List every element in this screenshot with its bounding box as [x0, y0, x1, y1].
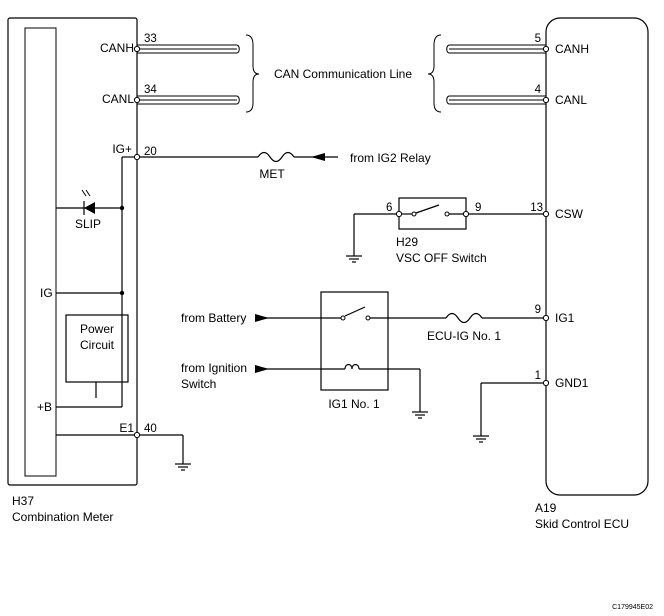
can-line-left-canl	[137, 95, 240, 105]
ecu-canl-label: CANL	[555, 93, 587, 107]
ecu-canh-pin: 5	[535, 33, 541, 45]
met-fuse-symbol	[257, 151, 295, 163]
slip-led-icon	[81, 189, 95, 215]
terminal-vsc-6	[395, 210, 403, 218]
ig1-relay-label: IG1 No. 1	[328, 397, 380, 411]
meter-canl-label: CANL	[102, 92, 134, 106]
meter-igplus-pin: 20	[144, 146, 157, 158]
ground-symbol-e1	[175, 463, 191, 471]
vsc-switch-name: VSC OFF Switch	[396, 251, 487, 265]
from-ignition-label-line1: from Ignition	[181, 361, 247, 375]
terminal-vsc-9	[462, 210, 470, 218]
meter-e1-pin: 40	[144, 423, 157, 435]
ecu-name: Skid Control ECU	[535, 517, 629, 531]
meter-igplus-label: IG+	[112, 142, 132, 156]
ecu-canl-pin: 4	[535, 84, 542, 96]
ig1-relay-box	[320, 291, 389, 391]
can-line-right-canl	[446, 95, 546, 105]
relay-contact-icon	[340, 306, 371, 321]
can-bracket-right	[427, 34, 442, 113]
slip-label: SLIP	[75, 217, 101, 231]
meter-ig-label: IG	[40, 286, 53, 300]
can-line-right-canh	[446, 44, 546, 54]
figure-code: C179945E02	[612, 604, 653, 611]
relay-coil-icon	[344, 363, 420, 370]
terminal-e1-meter	[133, 431, 141, 439]
battery-input-arrow	[255, 314, 269, 322]
ecu-gnd1-label: GND1	[555, 376, 589, 390]
meter-plus-b-label: +B	[37, 400, 52, 414]
vsc-off-switch-contact-icon	[402, 204, 466, 217]
from-battery-label: from Battery	[181, 311, 246, 325]
ecu-csw-label: CSW	[555, 207, 584, 221]
meter-name: Combination Meter	[12, 510, 113, 524]
can-communication-line-label: CAN Communication Line	[274, 67, 412, 81]
vsc-pin-9: 9	[475, 202, 481, 214]
power-circuit-line1: Power	[80, 322, 114, 336]
ecu-code: A19	[535, 501, 557, 515]
ig2-relay-arrow	[311, 153, 325, 161]
vsc-switch-code: H29	[396, 235, 418, 249]
terminal-canl-meter	[133, 96, 141, 104]
meter-canl-pin: 34	[144, 84, 157, 96]
power-circuit-box	[65, 314, 129, 383]
ecu-ig-fuse-symbol	[445, 312, 483, 324]
meter-code: H37	[12, 494, 34, 508]
terminal-canh-meter	[133, 45, 141, 53]
terminal-igplus-meter	[133, 153, 141, 161]
ecu-csw-pin: 13	[530, 202, 543, 214]
vsc-pin-6: 6	[386, 202, 392, 214]
terminal-canl-ecu	[542, 96, 550, 104]
meter-e1-label: E1	[119, 421, 134, 435]
terminal-ig1-ecu	[542, 314, 550, 322]
terminal-gnd1-ecu	[542, 379, 550, 387]
ecu-ig1-label: IG1	[555, 311, 575, 325]
ground-symbol-vsc-switch	[346, 255, 362, 263]
from-ignition-label-line2: Switch	[181, 377, 216, 391]
combination-meter-outline	[7, 17, 138, 486]
terminal-canh-ecu	[542, 45, 550, 53]
skid-control-ecu-outline	[545, 17, 649, 496]
ecu-gnd1-pin: 1	[535, 370, 541, 382]
met-fuse-label: MET	[259, 167, 285, 181]
ecu-canh-label: CANH	[555, 42, 589, 56]
meter-canh-label: CANH	[100, 41, 134, 55]
can-line-left-canh	[137, 44, 240, 54]
ground-symbol-relay	[412, 411, 428, 419]
ig2-relay-source-label: from IG2 Relay	[350, 151, 431, 165]
meter-canh-pin: 33	[144, 33, 157, 45]
power-circuit-line2: Circuit	[80, 338, 115, 352]
can-bracket-left	[245, 34, 260, 113]
terminal-csw-ecu	[542, 210, 550, 218]
ecu-ig1-pin: 9	[535, 304, 541, 316]
ecu-ig-fuse-label: ECU-IG No. 1	[427, 329, 501, 343]
ground-symbol-gnd1	[473, 435, 489, 443]
ignition-input-arrow	[255, 365, 269, 373]
combination-meter-inner-panel	[24, 27, 57, 477]
